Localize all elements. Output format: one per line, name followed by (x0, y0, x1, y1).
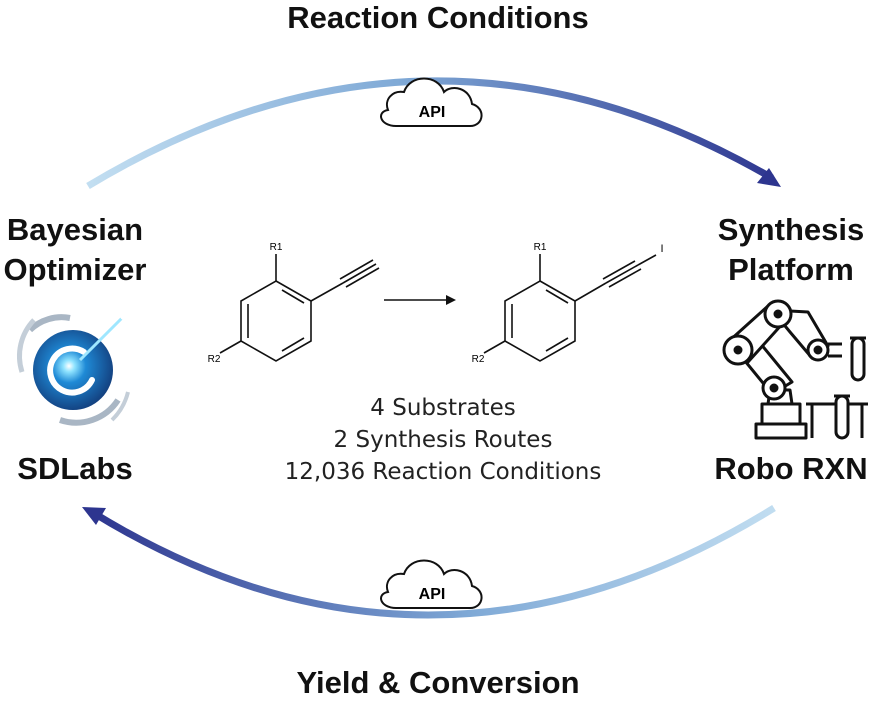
summary-block: 4 Substrates 2 Synthesis Routes 12,036 R… (228, 392, 658, 488)
sdlabs-logo (16, 312, 130, 426)
summary-conditions: 12,036 Reaction Conditions (284, 459, 602, 485)
reactant-r1-label: R1 (270, 242, 283, 253)
product-r2-label: R2 (472, 354, 485, 365)
cloud-icon (380, 77, 483, 127)
top-arrowhead (757, 168, 781, 187)
reactant-r2-label: R2 (208, 354, 221, 365)
api-label-bottom: API (419, 586, 446, 603)
robo-rxn-label: Robo RXN (714, 451, 868, 486)
left-heading-line1: Bayesian (6, 212, 144, 247)
product-r1-label: R1 (534, 242, 547, 253)
summary-routes: 2 Synthesis Routes (333, 427, 553, 453)
cloud-api-bottom: API (380, 559, 483, 609)
cloud-icon (380, 559, 483, 609)
title-bottom: Yield & Conversion (296, 665, 580, 700)
right-heading-line2: Platform (728, 252, 854, 287)
robot-arm-icon (722, 299, 868, 440)
product-structure (483, 254, 657, 362)
left-heading-line2: Optimizer (3, 252, 147, 287)
cloud-api-top: API (380, 77, 483, 127)
right-heading-line1: Synthesis (717, 212, 865, 247)
sdlabs-label: SDLabs (17, 451, 133, 486)
reaction-arrow (384, 295, 456, 305)
title-top: Reaction Conditions (287, 0, 589, 35)
summary-substrates: 4 Substrates (370, 395, 516, 421)
bottom-arrowhead (82, 507, 106, 525)
reactant-structure (219, 254, 380, 362)
bottom-flow-arc (90, 505, 776, 619)
api-label-top: API (419, 104, 446, 121)
product-iodine-label: I (660, 243, 663, 255)
